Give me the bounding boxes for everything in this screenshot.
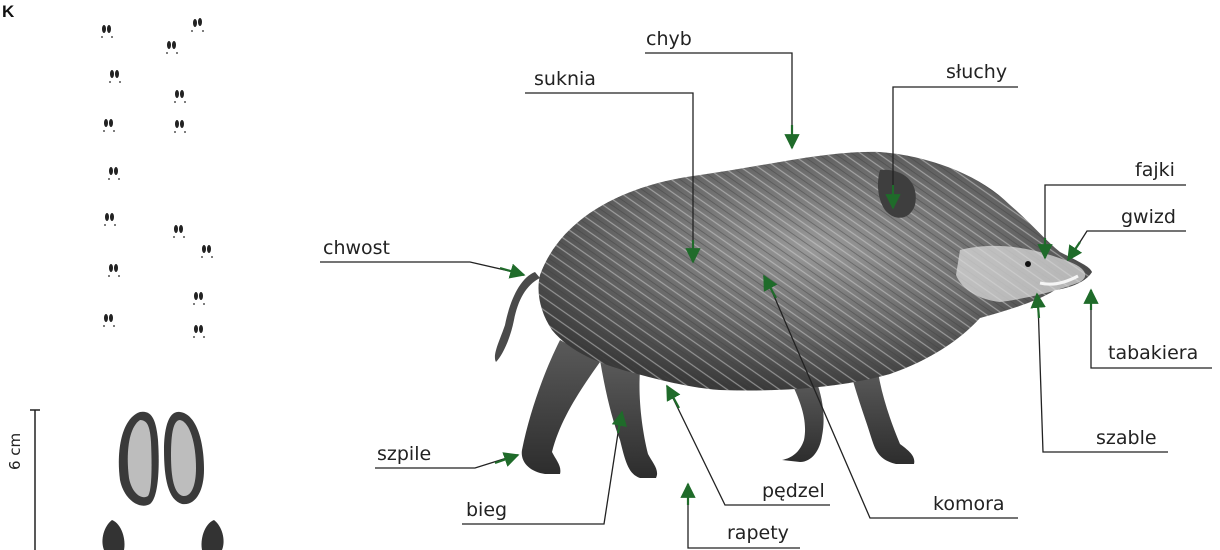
footprint-trail (101, 18, 213, 338)
label-rapety: rapety (727, 522, 789, 544)
label-fajki: fajki (1135, 159, 1175, 181)
leader-line-gwizd (1073, 231, 1186, 253)
label-suknia: suknia (534, 68, 596, 90)
label-szable: szable (1096, 427, 1157, 449)
arrow-pedzel (667, 386, 679, 408)
scale-bar (30, 410, 40, 550)
scale-label: 6 cm (6, 433, 24, 470)
footprint-mark (103, 314, 115, 327)
footprint-mark (193, 292, 205, 305)
label-bieg: bieg (466, 499, 507, 521)
footprint-mark (109, 70, 121, 83)
arrow-gwizd (1068, 242, 1080, 260)
footprint-mark (174, 90, 186, 103)
footprint-mark (108, 167, 120, 180)
footprint-mark (173, 225, 185, 238)
label-komora: komora (933, 493, 1005, 515)
label-sluchy: słuchy (946, 61, 1007, 83)
leader-line-chyb (645, 53, 792, 138)
arrow-szpile (495, 455, 518, 463)
label-pedzel: pędzel (762, 480, 825, 502)
wild-boar-illustration (495, 152, 1092, 478)
label-chwost: chwost (323, 237, 390, 259)
arrow-chwost (500, 268, 524, 275)
label-szpile: szpile (377, 443, 431, 465)
footprint-mark (174, 120, 186, 133)
label-gwizd: gwizd (1121, 206, 1176, 228)
footprint-mark (193, 325, 205, 338)
label-tabakiera: tabakiera (1108, 342, 1198, 364)
footprint-mark (108, 264, 120, 277)
footprint-mark (101, 25, 113, 38)
leader-line-chwost (320, 262, 518, 273)
hoof-print-detail (102, 412, 223, 550)
footprint-mark (166, 41, 178, 54)
label-chyb: chyb (646, 28, 692, 50)
footprint-mark (201, 245, 213, 258)
footprint-mark (104, 213, 116, 226)
footprint-mark (191, 18, 204, 32)
footprint-mark (103, 119, 115, 132)
